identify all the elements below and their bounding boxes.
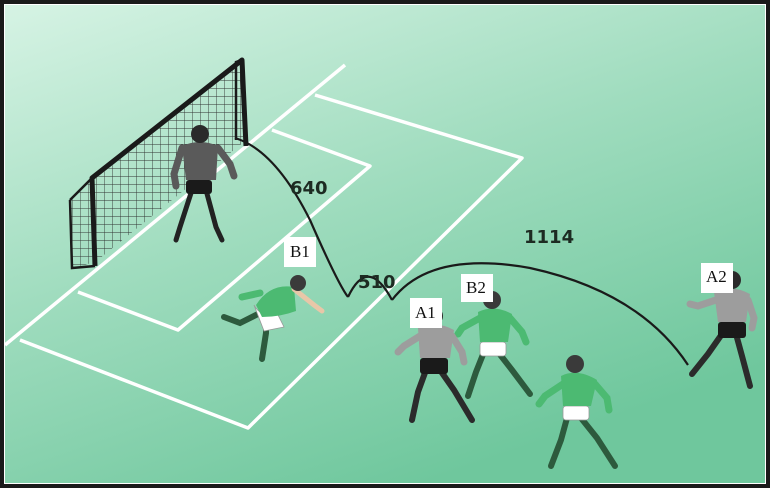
distance-510-label: 510 [358, 272, 396, 293]
label-a1: A1 [415, 303, 436, 322]
distance-640-label: 640 [290, 178, 328, 199]
label-b1-box: B1 [284, 237, 316, 267]
label-b1: B1 [290, 242, 310, 261]
label-a1-box: A1 [410, 298, 442, 328]
label-a2-box: A2 [701, 263, 733, 293]
label-b2: B2 [466, 278, 486, 297]
distance-1114-label: 1114 [524, 227, 574, 248]
label-a2: A2 [706, 267, 727, 286]
pitch [5, 5, 765, 483]
label-b2-box: B2 [461, 274, 493, 302]
